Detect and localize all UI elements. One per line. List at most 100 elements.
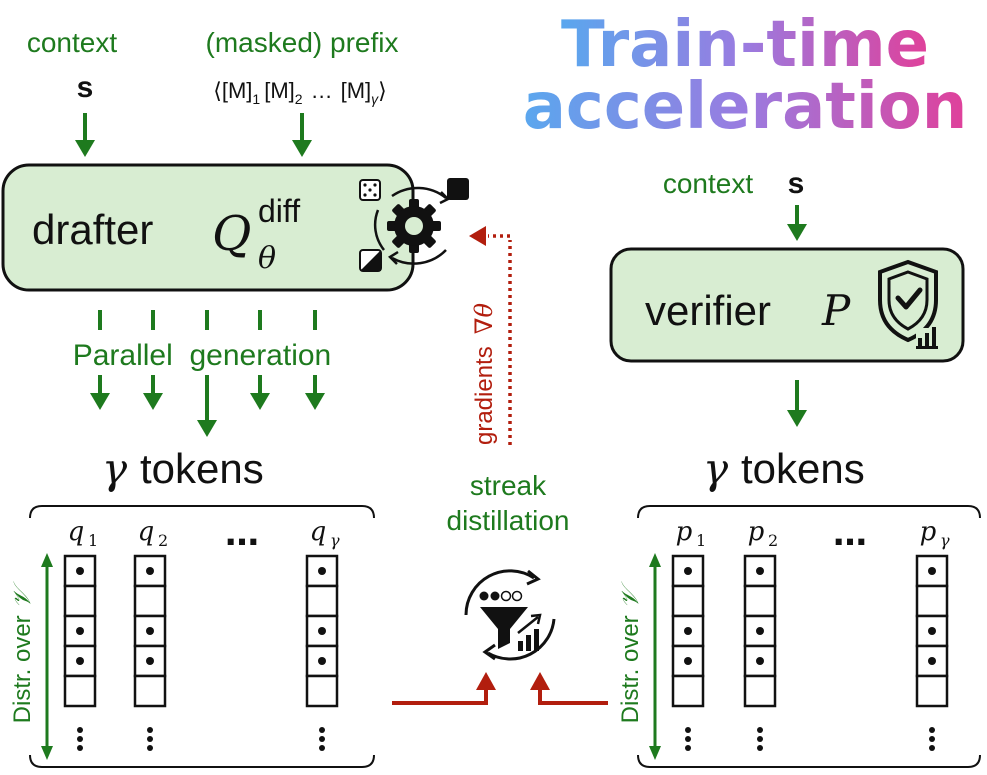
cycle-arrow-top-head-icon (439, 191, 451, 205)
left-bottom-bracket (29, 754, 375, 768)
black-square-icon (447, 178, 469, 200)
left-dist-trailing-dot (147, 745, 153, 751)
right-dist-trailing-dot (685, 727, 691, 733)
shield-bar-base (916, 346, 938, 349)
streak-label-line2: distillation (447, 505, 570, 536)
cycle-arrow-bottom-head-icon (388, 250, 399, 265)
right-dist-cell (671, 674, 705, 708)
funnel-cycle-arc-bottom (487, 618, 556, 661)
right-tokens-gamma: γ (703, 444, 729, 493)
prefix-sub-2: 2 (295, 91, 303, 107)
prefix-open: ⟨ (213, 78, 222, 103)
gradients-arrowhead (469, 226, 486, 246)
shield-bar (918, 338, 922, 346)
right-dist-trailing-dot (929, 745, 935, 751)
shield-outline (878, 259, 938, 343)
right-dist-cell (915, 584, 949, 618)
right-dist-label: p (748, 517, 765, 547)
right-dist-label: p (676, 517, 693, 547)
prefix-token-2: [M] (264, 78, 295, 103)
right-dist-cell-dot (928, 627, 936, 635)
right-dist-cell (743, 674, 777, 708)
parallel-arrowhead (197, 420, 217, 437)
left-axis-text: Distr. over (9, 615, 36, 723)
right-dist-cell-dot (684, 567, 692, 575)
drafter-label: drafter (32, 206, 153, 253)
left-dist-trailing-dot (77, 727, 83, 733)
prefix-token-1: [M] (222, 78, 253, 103)
right-dist-trailing-dot (685, 736, 691, 742)
left-dist-cell (133, 674, 167, 708)
left-dist-cell-dot (146, 567, 154, 575)
left-axis: Distr. over 𝒱 (8, 553, 53, 760)
left-dist-trailing-dot (319, 745, 325, 751)
funnel-ball (479, 591, 489, 601)
right-dist-ellipsis: … (833, 514, 867, 554)
left-context-symbol: s (77, 71, 94, 104)
shield-bar (932, 327, 936, 346)
title: Train-time acceleration (523, 8, 968, 144)
drafter-box: drafter Q diff θ (1, 163, 469, 292)
left-dist-trailing-dot (319, 736, 325, 742)
half-square-fill-icon (360, 250, 381, 271)
left-dist-cell-dot (318, 657, 326, 665)
prefix-dots: … (311, 78, 333, 103)
dice-pip-icon (368, 188, 372, 192)
parallel-arrows (90, 375, 325, 437)
cycle-arrow-top-icon (391, 186, 447, 199)
funnel-cycle-arrowhead-bottom (482, 643, 496, 661)
right-dist-cell-dot (756, 567, 764, 575)
left-dist-trailing-dot (77, 736, 83, 742)
streak-arrowhead-right (530, 672, 550, 690)
left-dist-label: q (310, 517, 327, 547)
right-dist-subscript: γ (940, 531, 950, 550)
parallel-generation-label: Parallel generation (73, 339, 332, 372)
right-dist-cell-dot (684, 657, 692, 665)
prefix-arrowhead (292, 140, 312, 157)
left-top-bracket (29, 505, 375, 519)
left-dist-cell (305, 584, 339, 618)
gear-cycle-icon (359, 178, 469, 272)
left-dist-cell-dot (318, 567, 326, 575)
verifier-box-rect (609, 247, 965, 363)
funnel-cycle-arrowhead-top (526, 569, 541, 586)
dice-pip-icon (373, 193, 377, 197)
right-dist-trailing-dot (929, 727, 935, 733)
right-dist-cell (743, 584, 777, 618)
left-axis-head-bottom (41, 746, 53, 760)
right-dist-trailing-dot (929, 736, 935, 742)
funnel-shape (480, 607, 528, 649)
right-dist-trailing-dot (757, 745, 763, 751)
title-line2: acceleration (523, 70, 968, 144)
funnel-bar (518, 641, 523, 651)
right-dist-trailing-dot (757, 736, 763, 742)
right-axis-head-bottom (649, 746, 661, 760)
left-dist-subscript: γ (330, 531, 340, 550)
left-dist-cell-dot (76, 627, 84, 635)
drafter-symbol: Q (212, 206, 251, 262)
gradients-label: gradients∇θ (470, 303, 498, 445)
gradients-text: gradients (471, 346, 498, 445)
funnel-ball (490, 591, 500, 601)
parallel-dashes (98, 310, 317, 330)
funnel-trend-line (517, 616, 539, 634)
streak-label-line1: streak (470, 470, 547, 501)
left-dist-trailing-dot (319, 727, 325, 733)
funnel-cycle-arc-top (464, 569, 535, 616)
left-dist-ellipsis: … (225, 514, 259, 554)
right-bottom-bracket (637, 754, 981, 768)
parallel-arrowhead (305, 393, 325, 410)
shield-inner (887, 270, 929, 331)
funnel-trend-arrowhead (530, 613, 542, 625)
prefix-sub-1: 1 (252, 91, 260, 107)
left-dist-subscript: 2 (158, 531, 168, 550)
right-dist-label: p (920, 517, 937, 547)
left-dist-cell-dot (76, 657, 84, 665)
right-axis-head-top (649, 553, 661, 567)
left-dist-trailing-dot (147, 727, 153, 733)
gear-icon (387, 199, 441, 253)
left-dist-trailing-dot (147, 736, 153, 742)
